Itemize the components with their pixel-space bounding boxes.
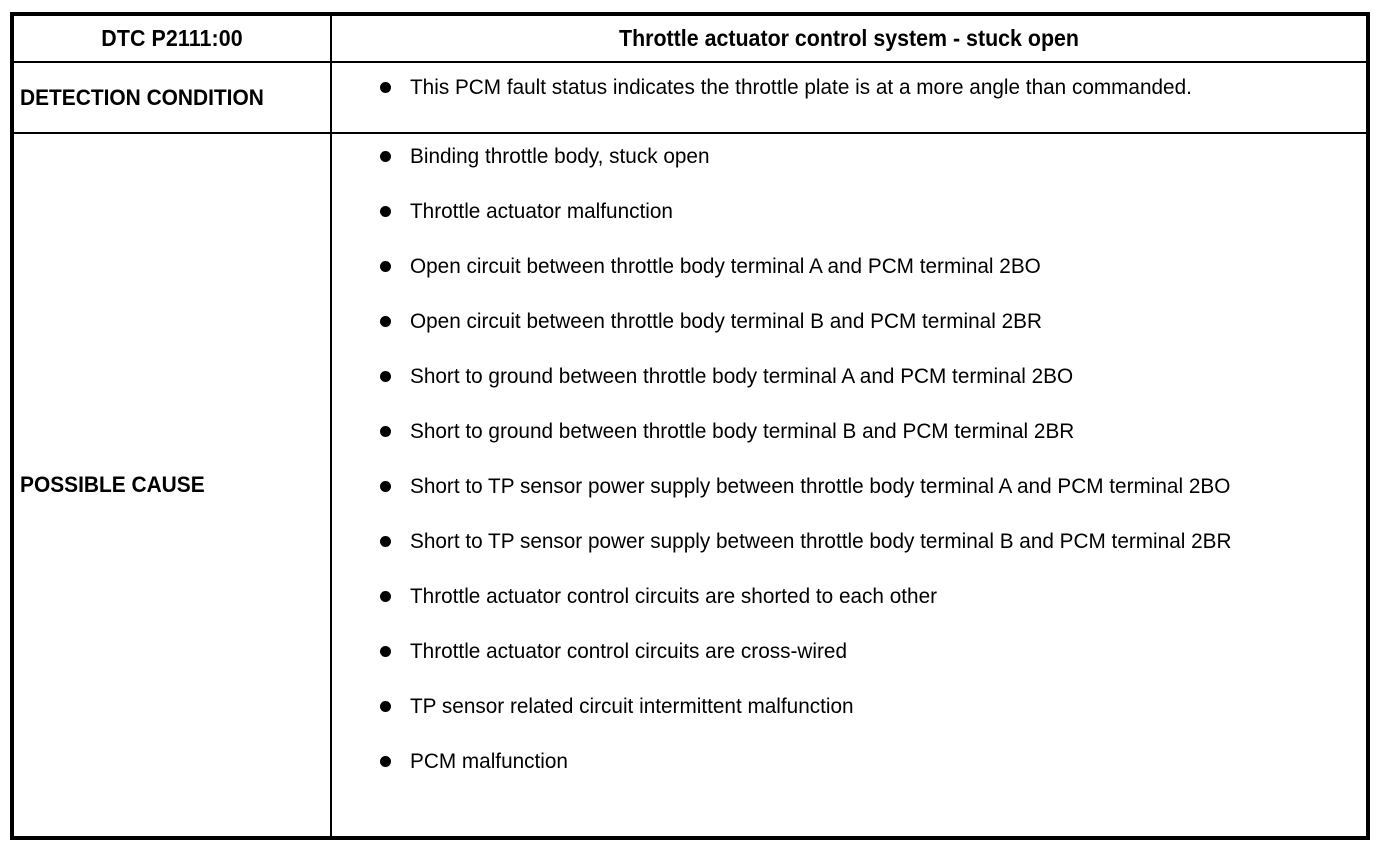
list-item-text: Binding throttle body, stuck open [410, 144, 710, 168]
list-item-text: Open circuit between throttle body termi… [410, 309, 1042, 333]
list-item-text: Throttle actuator control circuits are s… [410, 584, 938, 608]
list-item: Throttle actuator control circuits are s… [332, 582, 1366, 611]
list-item-text: Short to TP sensor power supply between … [410, 529, 1232, 553]
possible-cause-row: POSSIBLE CAUSE Binding throttle body, st… [14, 134, 1366, 836]
list-item: Binding throttle body, stuck open [332, 142, 1366, 171]
list-item: This PCM fault status indicates the thro… [332, 73, 1366, 102]
detection-condition-row: DETECTION CONDITION This PCM fault statu… [14, 63, 1366, 134]
bullet-icon [380, 481, 391, 492]
dtc-code-text: DTC P2111:00 [101, 25, 243, 51]
detection-condition-label-cell: DETECTION CONDITION [14, 63, 332, 132]
list-item: TP sensor related circuit intermittent m… [332, 692, 1366, 721]
list-item-text: Throttle actuator control circuits are c… [410, 639, 847, 663]
list-item-text: Throttle actuator malfunction [410, 199, 673, 223]
list-item: PCM malfunction [332, 747, 1366, 776]
list-item-text: Open circuit between throttle body termi… [410, 254, 1041, 278]
list-item-text: Short to ground between throttle body te… [410, 419, 1075, 443]
bullet-icon [380, 151, 391, 162]
dtc-code-cell: DTC P2111:00 [14, 16, 332, 61]
bullet-icon [380, 536, 391, 547]
bullet-icon [380, 756, 391, 767]
possible-cause-label: POSSIBLE CAUSE [20, 472, 205, 497]
list-item-text: Short to TP sensor power supply between … [410, 474, 1231, 498]
possible-cause-list: Binding throttle body, stuck open Thrott… [332, 134, 1366, 802]
list-item-text: PCM malfunction [410, 749, 568, 773]
dtc-table: DTC P2111:00 Throttle actuator control s… [10, 12, 1370, 840]
bullet-icon [380, 261, 391, 272]
list-item-text: This PCM fault status indicates the thro… [410, 75, 1192, 99]
detection-condition-list: This PCM fault status indicates the thro… [332, 63, 1366, 102]
possible-cause-body-cell: Binding throttle body, stuck open Thrott… [332, 134, 1366, 836]
list-item: Short to ground between throttle body te… [332, 417, 1366, 446]
detection-condition-body-cell: This PCM fault status indicates the thro… [332, 63, 1366, 132]
bullet-icon [380, 646, 391, 657]
list-item: Short to TP sensor power supply between … [332, 472, 1366, 501]
bullet-icon [380, 206, 391, 217]
bullet-icon [380, 701, 391, 712]
possible-cause-label-wrap: POSSIBLE CAUSE [20, 134, 324, 836]
list-item: Open circuit between throttle body termi… [332, 307, 1366, 336]
list-item: Throttle actuator control circuits are c… [332, 637, 1366, 666]
list-item: Throttle actuator malfunction [332, 197, 1366, 226]
bullet-icon [380, 82, 391, 93]
bullet-icon [380, 371, 391, 382]
list-item-text: Short to ground between throttle body te… [410, 364, 1074, 388]
list-item: Short to ground between throttle body te… [332, 362, 1366, 391]
list-item-text: TP sensor related circuit intermittent m… [410, 694, 854, 718]
table-header-row: DTC P2111:00 Throttle actuator control s… [14, 16, 1366, 63]
detection-condition-label: DETECTION CONDITION [20, 84, 264, 110]
dtc-title-text: Throttle actuator control system - stuck… [619, 25, 1079, 51]
bullet-icon [380, 591, 391, 602]
bullet-icon [380, 316, 391, 327]
dtc-title-cell: Throttle actuator control system - stuck… [332, 16, 1366, 61]
bullet-icon [380, 426, 391, 437]
list-item: Open circuit between throttle body termi… [332, 252, 1366, 281]
possible-cause-label-cell: POSSIBLE CAUSE [14, 134, 332, 836]
list-item: Short to TP sensor power supply between … [332, 527, 1366, 556]
